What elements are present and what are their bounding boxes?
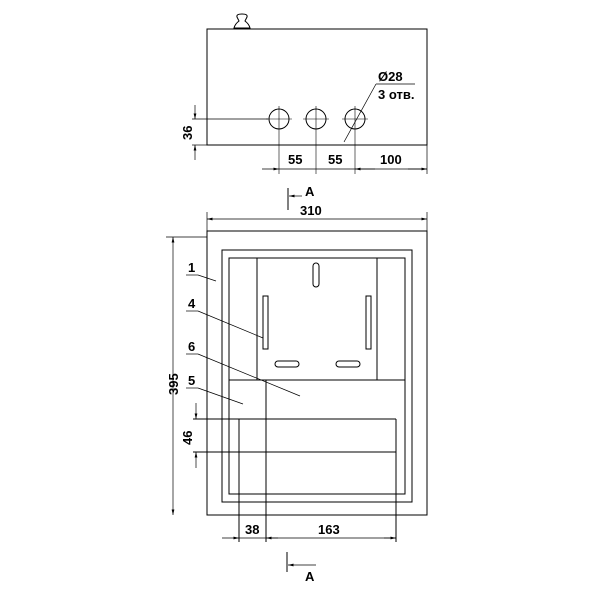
top-view-outline [206, 28, 428, 146]
dim-163-label: 163 [318, 522, 340, 537]
dim-36-label: 36 [180, 126, 195, 140]
inner-panel [228, 257, 406, 495]
front-view: 310 395 46 38 163 A [166, 203, 428, 584]
knob-icon [233, 13, 251, 29]
callout-6: 6 [188, 339, 195, 354]
dim-100-label: 100 [380, 152, 402, 167]
callout-5: 5 [188, 373, 195, 388]
slot-bottom-right [335, 360, 361, 368]
hole-diameter-label: Ø28 [378, 69, 403, 84]
slot-left [262, 295, 269, 350]
dim-46-label: 46 [180, 431, 195, 445]
callout-4: 4 [188, 296, 196, 311]
enclosure-outline [206, 230, 428, 516]
dim-55-a-label: 55 [288, 152, 302, 167]
slot-top [312, 262, 320, 288]
dim-38-label: 38 [245, 522, 259, 537]
dim-310-label: 310 [300, 203, 322, 218]
top-view: 36 55 55 100 Ø28 3 отв. A [180, 13, 428, 210]
hole-2 [303, 106, 329, 174]
dim-395-label: 395 [166, 373, 181, 395]
slot-right [365, 295, 372, 350]
hole-3 [342, 106, 368, 174]
section-a-top-label: A [305, 184, 315, 199]
slot-bottom-left [274, 360, 300, 368]
hole-count-label: 3 отв. [378, 87, 414, 102]
hole-1 [266, 106, 292, 174]
door-frame [221, 249, 413, 503]
callout-1: 1 [188, 260, 195, 275]
dim-55-b-label: 55 [328, 152, 342, 167]
section-a-bottom-label: A [305, 569, 315, 584]
